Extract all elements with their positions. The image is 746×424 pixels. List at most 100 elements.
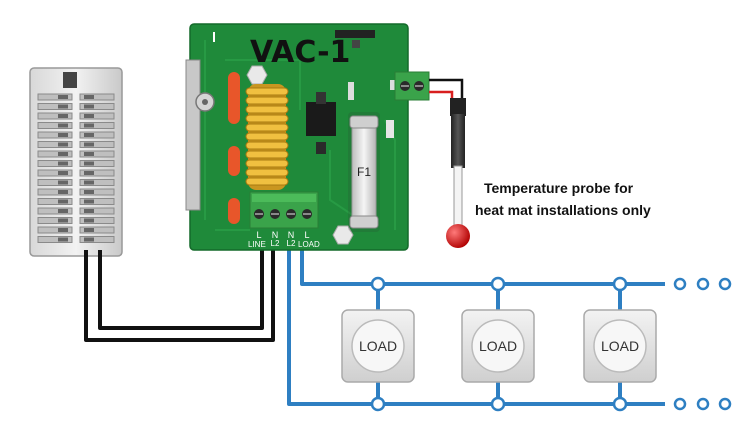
breaker-toggle: [58, 114, 68, 118]
breaker-toggle: [58, 95, 68, 99]
probe-note-line-2: heat mat installations only: [475, 202, 651, 218]
breaker-toggle: [84, 171, 94, 175]
breaker-toggle: [84, 218, 94, 223]
breaker-panel: [29, 67, 123, 257]
breaker-toggle: [58, 209, 68, 213]
breaker-toggle: [58, 228, 68, 232]
breaker-toggle: [84, 180, 94, 185]
breaker-switch: [37, 198, 73, 205]
breaker-switch: [79, 160, 115, 167]
coil-winding: [245, 150, 289, 159]
load-box-3: LOAD: [583, 309, 657, 383]
terminal-l2-line: L2: [271, 239, 280, 248]
load-label-2: LOAD: [479, 338, 517, 354]
coil-winding: [245, 123, 289, 132]
terminal-l2-load: L2: [287, 239, 296, 248]
breaker-switch: [79, 112, 115, 120]
line-wires: [84, 240, 275, 342]
probe-note-line-1: Temperature probe for: [484, 180, 634, 196]
load-label-1: LOAD: [359, 338, 397, 354]
breaker-switch: [37, 217, 73, 224]
continuation-dots: [673, 277, 732, 411]
breaker-switch: [37, 160, 73, 167]
breaker-switch: [79, 131, 115, 139]
coil-winding: [245, 159, 289, 168]
breaker-switch: [37, 131, 73, 139]
coil-winding: [245, 114, 289, 123]
breaker-switch: [37, 93, 73, 101]
temperature-probe: [446, 98, 470, 248]
line-label: LINE: [248, 240, 266, 249]
coil-winding: [245, 132, 289, 141]
vac1-board: VAC-1 F1 L: [185, 23, 430, 251]
breaker-switch: [37, 188, 73, 196]
breaker-toggle: [58, 199, 68, 204]
breaker-toggle: [58, 171, 68, 175]
breaker-toggle: [84, 209, 94, 213]
probe-wires: [429, 78, 464, 100]
breaker-switch: [79, 207, 115, 215]
power-terminal-block: [249, 191, 319, 229]
load-box-2: LOAD: [461, 309, 535, 383]
breaker-toggle: [84, 104, 94, 109]
fuse-label: F1: [357, 165, 371, 179]
breaker-switch: [79, 93, 115, 101]
breaker-toggle: [84, 95, 94, 99]
breaker-switch: [37, 207, 73, 215]
breaker-toggle: [58, 237, 68, 242]
breaker-toggle: [58, 142, 68, 147]
coil-winding: [245, 141, 289, 150]
breaker-toggle: [84, 114, 94, 118]
breaker-switch: [37, 150, 73, 158]
coil-winding: [245, 105, 289, 114]
breaker-toggle: [84, 199, 94, 204]
load-terminal-label: LOAD: [298, 240, 320, 249]
breaker-switch: [37, 169, 73, 177]
probe-terminal-block: [394, 71, 430, 101]
breaker-toggle: [58, 218, 68, 223]
breaker-switch: [79, 198, 115, 205]
breaker-toggle: [84, 133, 94, 137]
breaker-toggle: [84, 123, 94, 128]
terminal-n-line: N: [272, 230, 279, 240]
breaker-rows: [37, 93, 115, 243]
breaker-toggle: [58, 190, 68, 194]
breaker-switch: [79, 103, 115, 110]
breaker-toggle: [84, 142, 94, 147]
breaker-toggle: [58, 180, 68, 185]
breaker-switch: [79, 150, 115, 158]
breaker-toggle: [84, 237, 94, 242]
breaker-toggle: [58, 104, 68, 109]
breaker-switch: [79, 236, 115, 243]
coil-winding: [245, 177, 289, 186]
breaker-toggle: [58, 152, 68, 156]
breaker-switch: [79, 217, 115, 224]
breaker-toggle: [84, 152, 94, 156]
junction-points: [370, 276, 628, 412]
breaker-toggle: [84, 228, 94, 232]
terminal-l-line: L: [256, 230, 261, 240]
breaker-switch: [37, 236, 73, 243]
breaker-switch: [79, 188, 115, 196]
breaker-toggle: [84, 161, 94, 166]
breaker-switch: [79, 169, 115, 177]
breaker-switch: [79, 226, 115, 234]
breaker-switch: [37, 103, 73, 110]
coil-winding: [245, 168, 289, 177]
breaker-switch: [79, 141, 115, 148]
breaker-switch: [37, 122, 73, 129]
breaker-toggle: [58, 161, 68, 166]
inductor-coil: [245, 87, 289, 186]
breaker-toggle: [84, 190, 94, 194]
terminal-n-load: N: [288, 230, 295, 240]
load-label-3: LOAD: [601, 338, 639, 354]
breaker-switch: [37, 226, 73, 234]
breaker-switch: [37, 179, 73, 186]
breaker-switch: [37, 141, 73, 148]
breaker-toggle: [58, 123, 68, 128]
coil-winding: [245, 96, 289, 105]
breaker-switch: [37, 112, 73, 120]
board-title: VAC-1: [250, 35, 350, 70]
terminal-l-load: L: [304, 230, 309, 240]
